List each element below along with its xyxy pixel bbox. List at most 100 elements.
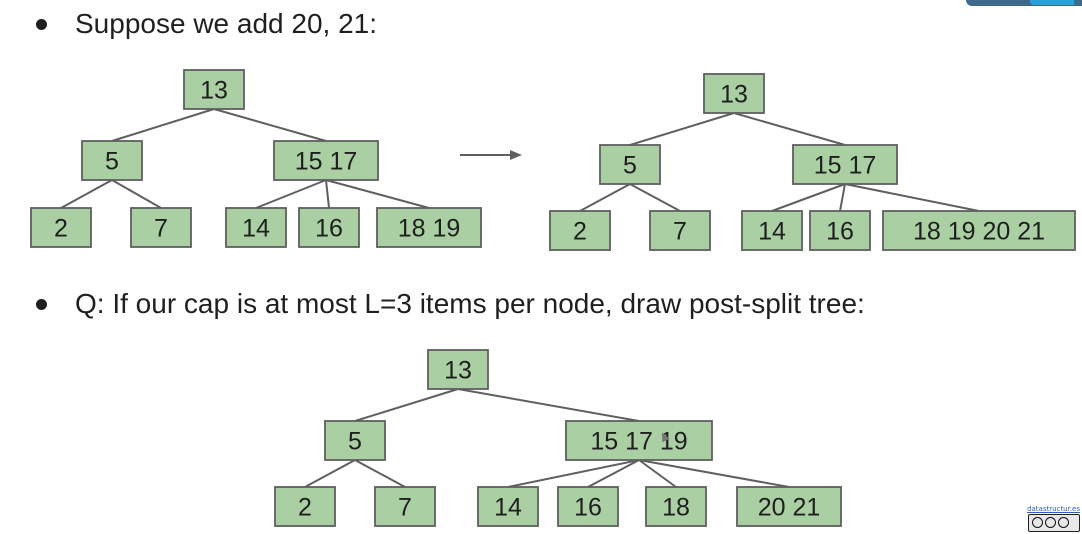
cc-nc-icon [1058,517,1069,528]
node-label: 14 [758,218,786,246]
node-label: 2 [573,218,587,246]
node-box [273,140,379,181]
tree-edge [638,459,790,488]
tree-edge [587,459,640,488]
node-box [324,420,386,461]
tree-edge [629,112,735,146]
node-box [30,207,92,248]
node-box [130,207,192,248]
node-label: 14 [494,494,522,522]
bullet-text: Suppose we add 20, 21: [75,8,378,39]
tree-edge [354,459,406,488]
node-label: 7 [673,218,687,246]
tree-node-t2-14: 14 [741,210,803,251]
node-label: 7 [398,494,412,522]
tree-node-t3-root: 13 [427,349,489,390]
footer-link[interactable]: datastructur.es [1027,505,1080,513]
bullet-dot [36,18,47,30]
tree-edge [457,388,640,422]
tree-edge [111,108,215,142]
node-label: 13 [444,357,472,385]
edges-layer [60,108,980,488]
node-box [649,210,711,251]
cc-by-icon [1045,517,1056,528]
node-label: 2 [298,494,312,522]
node-box [274,486,336,527]
node-label: 13 [200,77,228,105]
node-box [477,486,539,527]
cc-icon [1032,517,1043,528]
node-label: 5 [348,428,362,456]
tree-node-t2-root: 13 [703,73,765,114]
node-label: 16 [574,494,602,522]
tree-node-t1-1819: 18 19 [376,207,482,248]
tree-node-t3-5: 5 [324,420,386,461]
tree-edge [60,179,113,209]
tree-node-t2-big: 18 19 20 21 [882,210,1076,251]
node-label: 15 17 [814,152,877,180]
node-box [809,210,871,251]
tree-node-t2-7: 7 [649,210,711,251]
tree-edge [325,179,430,209]
bullet-text: Q: If our cap is at most L=3 items per n… [75,288,865,319]
cc-license-badge [1028,514,1080,532]
tree-node-t1-5: 5 [81,140,143,181]
tree-edge [507,459,640,488]
node-label: 15 17 19 [590,428,687,456]
tree-node-t2-5: 5 [599,144,661,185]
node-box [298,207,360,248]
node-box [81,140,143,181]
tree-edge [839,183,846,212]
node-label: 18 [662,494,690,522]
tree-node-t1-2: 2 [30,207,92,248]
node-box [376,207,482,248]
tree-node-t2-2: 2 [549,210,611,251]
tree-node-t3-151719: 15 17 19 [565,420,713,461]
node-box [645,486,707,527]
node-box [792,144,898,185]
nodes-layer: 13 5 15 17 2 7 14 16 18 19 13 5 15 17 2 7 14 16 18 19 2… [30,69,1076,527]
node-label: 15 17 [295,148,358,176]
tree-node-t2-16: 16 [809,210,871,251]
bullet-question: Q: If our cap is at most L=3 items per n… [36,284,865,324]
node-box [374,486,436,527]
node-box [736,486,842,527]
tree-edge [638,459,677,488]
node-label: 18 19 20 21 [913,218,1045,246]
node-box [427,349,489,390]
presenter-thumbnail-highlight [1030,0,1074,5]
bullet-dot [36,298,47,310]
node-label: 5 [623,152,637,180]
tree-edge [844,183,980,212]
node-box [557,486,619,527]
node-label: 7 [154,215,168,243]
tree-node-t3-18: 18 [645,486,707,527]
tree-node-t1-root: 13 [183,69,245,110]
node-box [703,73,765,114]
node-label: 16 [315,215,343,243]
tree-node-t3-2021: 20 21 [736,486,842,527]
node-label: 18 19 [398,215,461,243]
tree-edge [629,183,681,212]
transition-arrow [460,150,522,160]
node-box [225,207,287,248]
tree-node-t3-7: 7 [374,486,436,527]
node-box [565,420,713,461]
tree-edge [111,179,162,209]
tree-node-t3-14: 14 [477,486,539,527]
tree-node-t1-1517: 15 17 [273,140,379,181]
node-box [549,210,611,251]
node-label: 16 [826,218,854,246]
tree-edge [733,112,846,146]
arrow-head [510,150,522,160]
tree-node-t2-1517: 15 17 [792,144,898,185]
node-label: 14 [242,215,270,243]
presenter-thumbnail [966,0,1082,6]
tree-edge [304,459,356,488]
tree-edge [354,388,459,422]
node-box [882,210,1076,251]
tree-node-t1-7: 7 [130,207,192,248]
bullet-suppose: Suppose we add 20, 21: [36,4,377,44]
tree-node-t1-14: 14 [225,207,287,248]
